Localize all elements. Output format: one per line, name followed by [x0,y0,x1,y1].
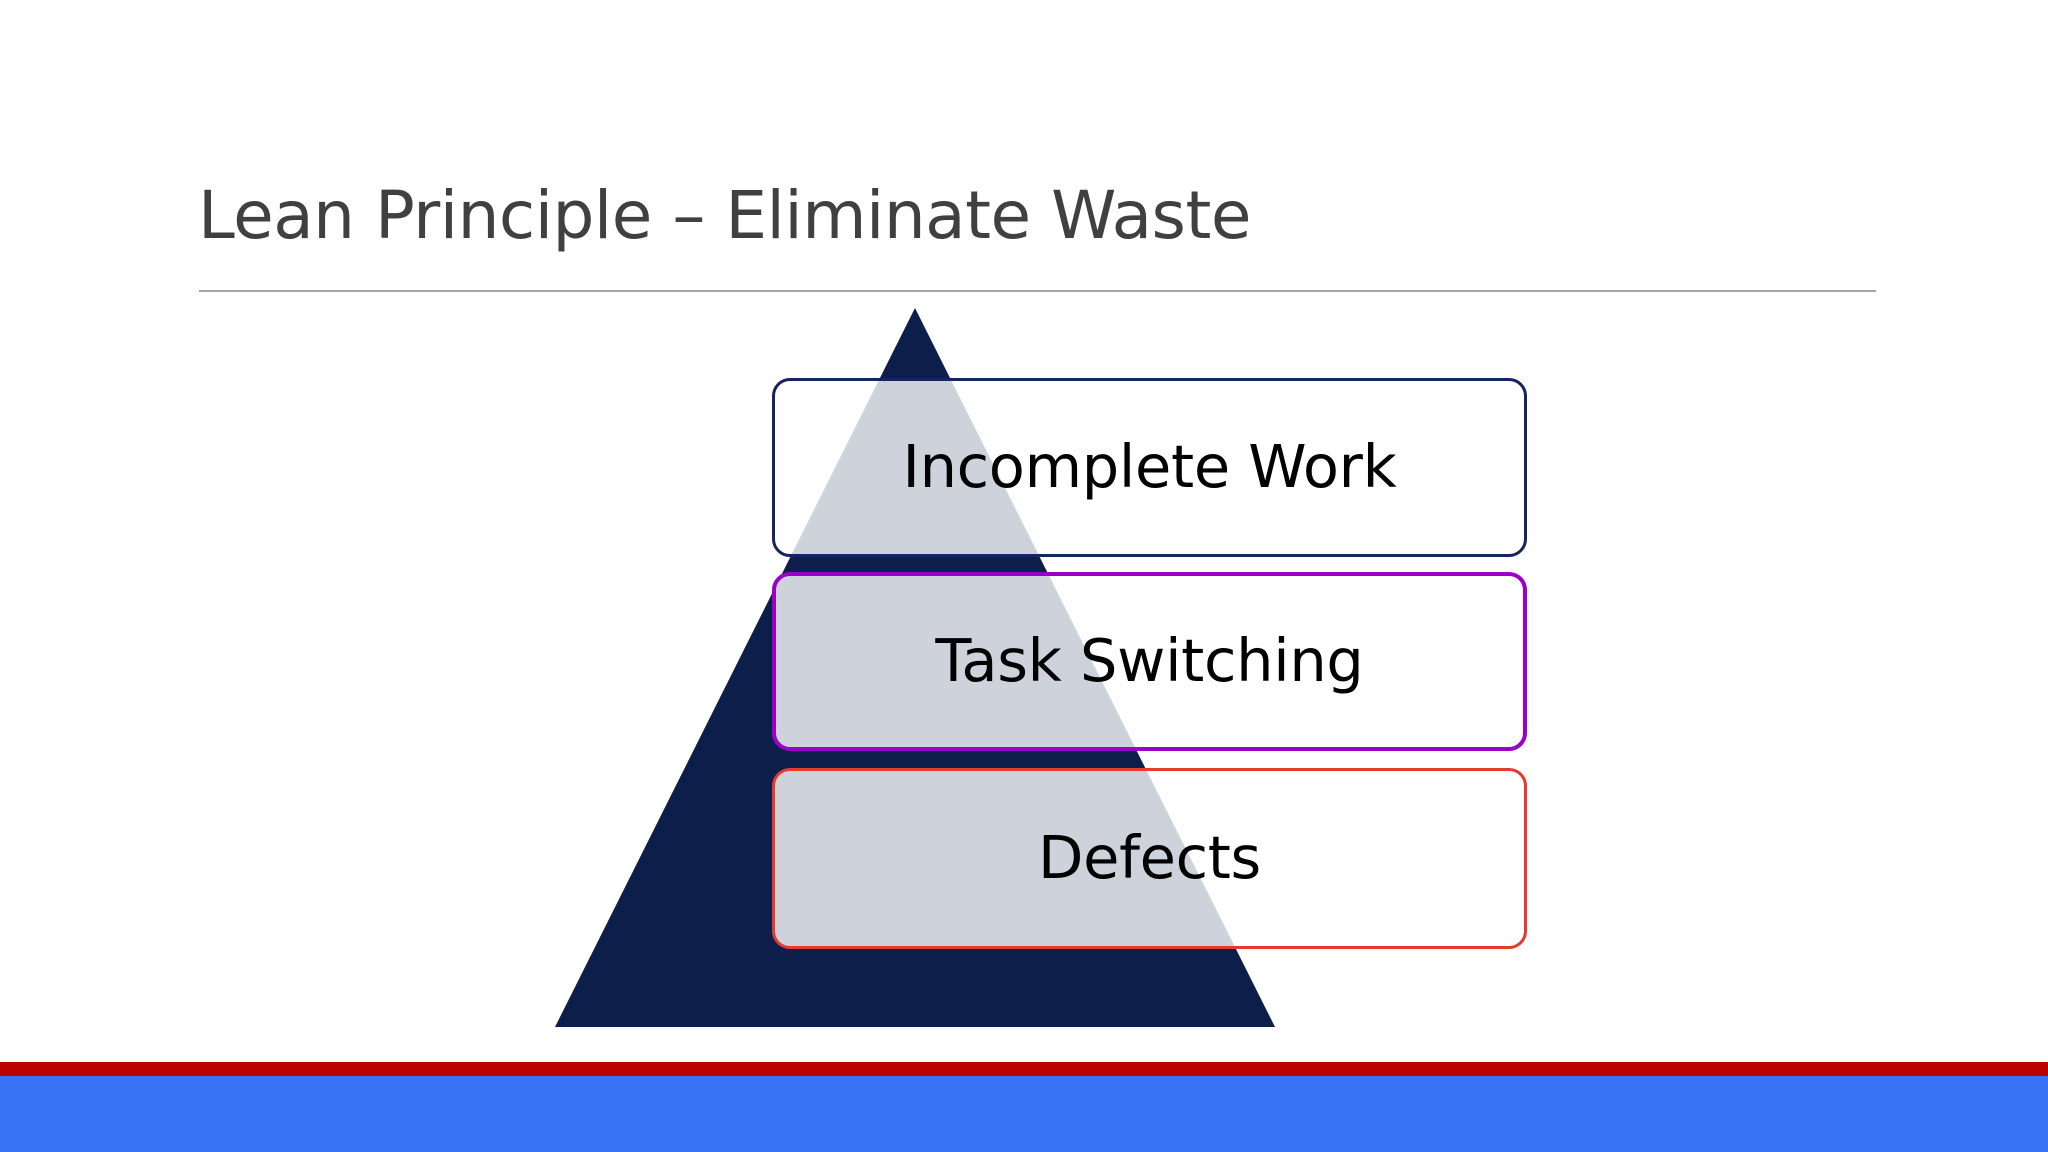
pyramid-layer-label: Task Switching [935,626,1364,696]
page-title: Lean Principle – Eliminate Waste [198,177,1251,254]
pyramid-layer-task-switching[interactable]: Task Switching [772,572,1527,751]
footer-band [0,1076,2048,1152]
pyramid-layer-label: Incomplete Work [902,432,1397,502]
pyramid-layer-defects[interactable]: Defects [772,768,1527,949]
pyramid-layer-label: Defects [1037,823,1261,893]
title-divider [199,290,1876,292]
footer-accent-bar [0,1062,2048,1076]
pyramid-layer-incomplete-work[interactable]: Incomplete Work [772,378,1527,557]
